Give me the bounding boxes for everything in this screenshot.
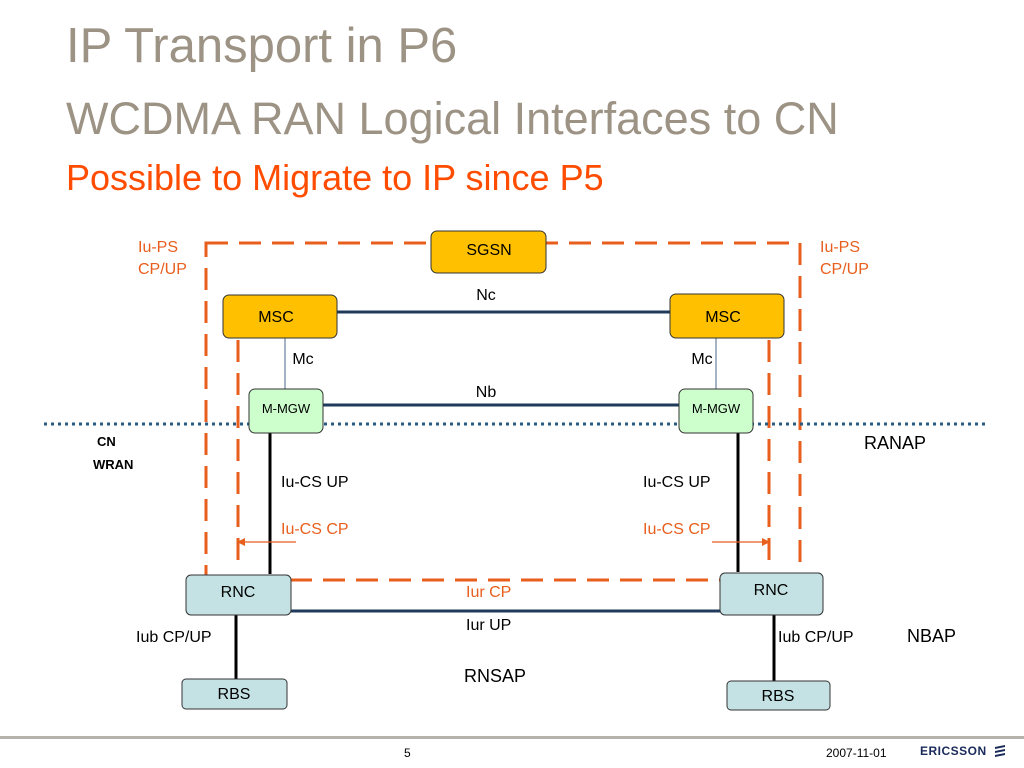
slide-highlight: Possible to Migrate to IP since P5 — [66, 157, 604, 198]
footer-date: 2007-11-01 — [826, 746, 887, 760]
logo-text: ERICSSON — [920, 744, 987, 758]
iub-left-label: Iub CP/UP — [136, 629, 212, 646]
iur-up-label: Iur UP — [466, 617, 511, 634]
iucs-cp-left-label: Iu-CS CP — [281, 521, 349, 538]
interface-diagram: SGSN MSC MSC M-MGW M-MGW RNC RNC RBS RBS… — [44, 230, 985, 711]
mgw-right-node[interactable] — [678, 388, 754, 434]
mgw-left-label: M-MGW — [262, 401, 311, 416]
footer-divider — [0, 736, 1024, 739]
page-number: 5 — [404, 746, 411, 760]
cn-label: CN — [97, 434, 116, 449]
ericsson-logo: ERICSSON — [920, 744, 1007, 758]
mgw-right-label: M-MGW — [692, 401, 741, 416]
iucs-up-right-label: Iu-CS UP — [643, 474, 711, 491]
msc-left-label: MSC — [258, 309, 294, 326]
iups-left-label-1: Iu-PS — [138, 239, 178, 256]
iur-cp-label: Iur CP — [466, 584, 511, 601]
rnc-left-node[interactable] — [185, 574, 292, 616]
iups-right-label-2: CP/UP — [820, 261, 869, 278]
rnc-right-label: RNC — [754, 582, 789, 599]
nbap-label: NBAP — [907, 626, 956, 646]
rbs-right-label: RBS — [762, 688, 795, 705]
nb-label: Nb — [476, 384, 497, 401]
mc-left-label: Mc — [292, 351, 313, 368]
msc-left-node[interactable] — [222, 294, 338, 339]
iups-left-label-2: CP/UP — [138, 261, 187, 278]
msc-right-label: MSC — [705, 309, 741, 326]
rnc-left-label: RNC — [221, 584, 256, 601]
iucs-up-left-label: Iu-CS UP — [281, 474, 349, 491]
ericsson-logo-icon — [994, 745, 1005, 757]
rnsap-label: RNSAP — [464, 666, 526, 686]
iub-right-label: Iub CP/UP — [778, 629, 854, 646]
rbs-left-node[interactable] — [181, 678, 288, 710]
sgsn-node[interactable] — [430, 230, 547, 274]
rbs-left-label: RBS — [218, 686, 251, 703]
rnc-right-node[interactable] — [719, 572, 824, 616]
iups-right-label-1: Iu-PS — [820, 239, 860, 256]
wran-label: WRAN — [93, 457, 133, 472]
mc-right-label: Mc — [691, 351, 712, 368]
ranap-label: RANAP — [864, 433, 926, 453]
slide-title: IP Transport in P6 — [66, 19, 458, 73]
msc-right-node[interactable] — [669, 293, 785, 339]
mgw-left-node[interactable] — [248, 388, 324, 434]
nc-label: Nc — [476, 287, 496, 304]
slide-subtitle: WCDMA RAN Logical Interfaces to CN — [66, 93, 839, 144]
sgsn-label: SGSN — [466, 242, 511, 259]
rbs-right-node[interactable] — [726, 680, 831, 711]
iucs-cp-right-label: Iu-CS CP — [643, 521, 711, 538]
